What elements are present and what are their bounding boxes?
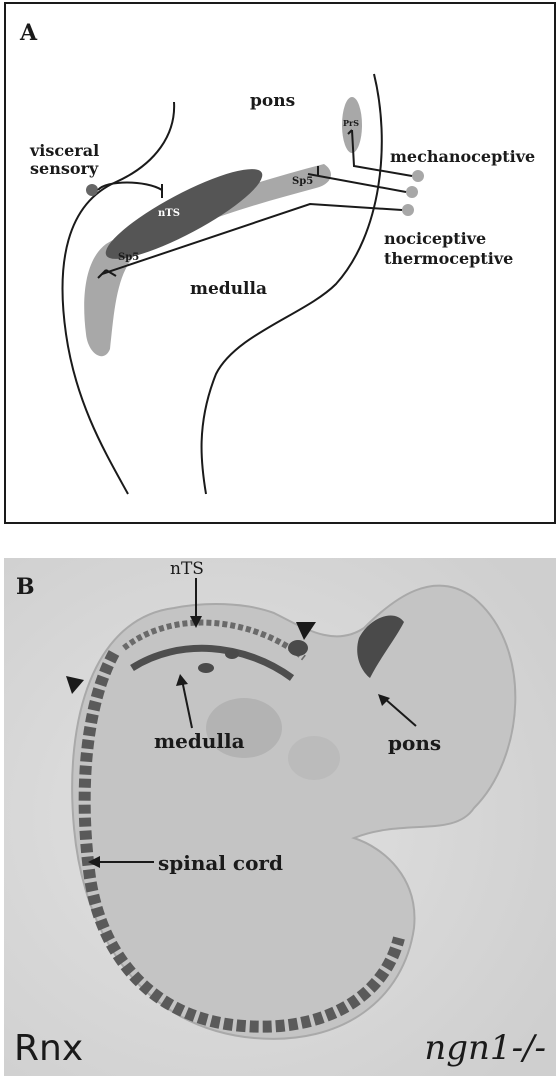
label-sp5-upper: Sp5 <box>292 176 313 187</box>
label-nts-small: nTS <box>158 208 180 219</box>
genotype-label: ngn1-/- <box>424 1028 546 1068</box>
label-prs: PrS <box>343 118 359 128</box>
panel-b-embryo-image: B nTS medulla pons spinal cord Rnx ngn1-… <box>4 558 556 1076</box>
embryo-stain-illustration: B nTS medulla pons spinal cord <box>4 558 556 1076</box>
label-b-spinal-cord: spinal cord <box>158 851 283 875</box>
label-sp5-lower: Sp5 <box>118 252 139 263</box>
mechanoceptive-dot-1 <box>412 170 424 182</box>
label-nociceptive: nociceptive <box>384 229 486 248</box>
label-sensory: sensory <box>30 159 99 178</box>
label-medulla: medulla <box>190 279 267 299</box>
label-b-nts: nTS <box>170 559 204 579</box>
label-b-pons: pons <box>388 731 441 755</box>
mechanoceptive-dot-2 <box>406 186 418 198</box>
panel-a-diagram: A pons medulla visceral sensory mechanoc… <box>4 2 556 524</box>
panel-b-letter: B <box>16 574 35 600</box>
probe-label: Rnx <box>14 1028 83 1069</box>
panel-a-letter: A <box>19 20 38 46</box>
label-pons: pons <box>250 91 295 111</box>
label-visceral: visceral <box>29 141 99 160</box>
label-b-medulla: medulla <box>154 729 245 753</box>
label-thermoceptive: thermoceptive <box>384 249 513 268</box>
nociceptive-dot <box>402 204 414 216</box>
label-mechanoceptive: mechanoceptive <box>390 147 535 166</box>
brainstem-schematic: A pons medulla visceral sensory mechanoc… <box>6 4 554 522</box>
visceral-dot <box>86 184 98 196</box>
